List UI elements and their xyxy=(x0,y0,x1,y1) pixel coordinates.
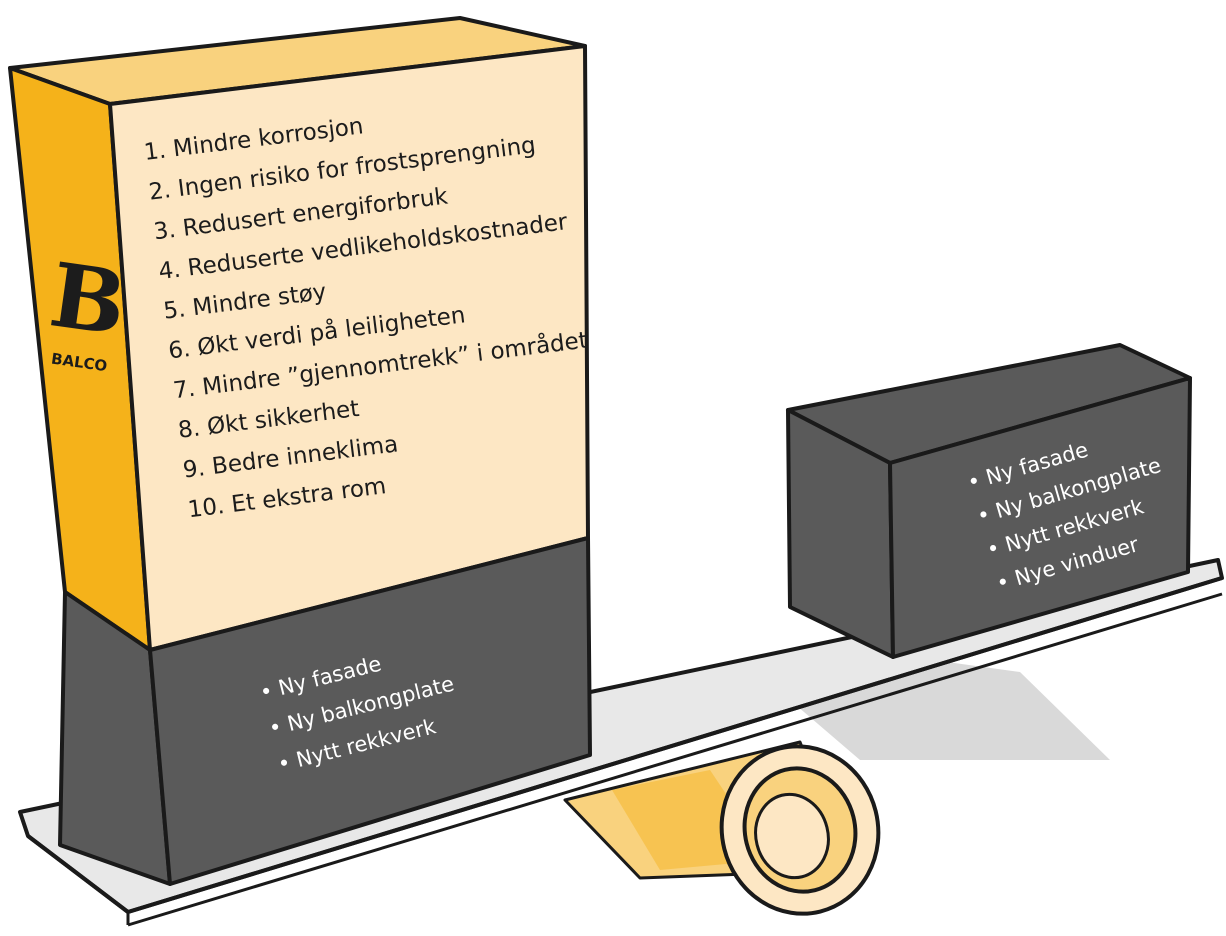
balco-logo: B BALCO xyxy=(44,242,132,375)
right-box xyxy=(786,343,1192,659)
left-box xyxy=(8,16,592,886)
pivot-cylinder xyxy=(563,740,881,916)
balco-logo-mark: B xyxy=(44,242,132,355)
right-box-front xyxy=(888,376,1192,659)
right-box-bullets: • Ny fasade • Ny balkongplate • Nytt rek… xyxy=(965,438,1164,596)
left-box-front-lower xyxy=(148,536,592,886)
